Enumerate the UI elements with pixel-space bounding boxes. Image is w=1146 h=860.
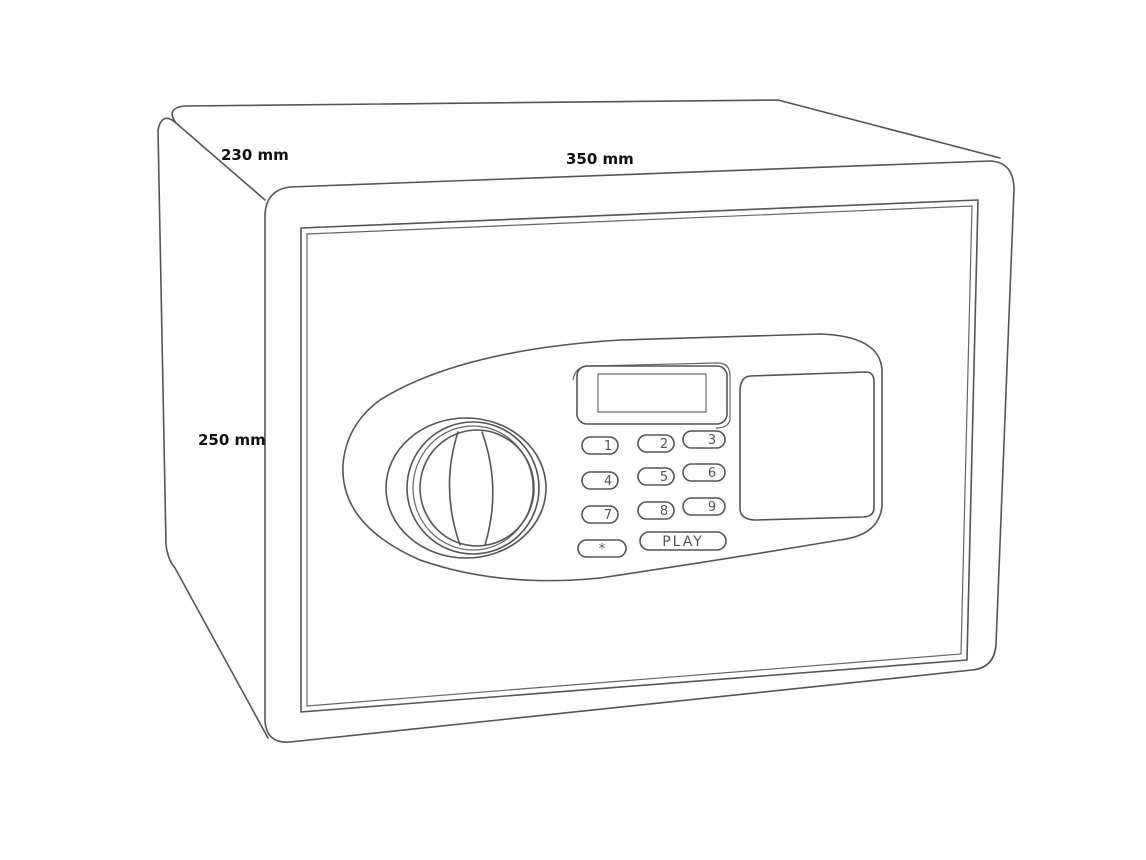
key-4-button[interactable]: 4 [581, 471, 619, 490]
key-7-button[interactable]: 7 [581, 505, 619, 524]
key-5-label: 5 [660, 470, 668, 485]
dial-ring-outer [406, 421, 540, 555]
depth-label: 230 mm [221, 146, 289, 164]
key-2-button[interactable]: 2 [637, 434, 675, 453]
key-1-label: 1 [604, 439, 612, 454]
safe-body [157, 99, 1001, 739]
key-4-outline [581, 471, 619, 490]
control-panel-outline [342, 333, 883, 582]
dial-knob[interactable] [385, 417, 547, 559]
key-7-label: 7 [604, 508, 612, 523]
dial-face [419, 429, 535, 547]
width-label: 350 mm [566, 150, 634, 168]
key-9-button[interactable]: 9 [682, 497, 726, 516]
display-housing [576, 365, 728, 425]
key-6-button[interactable]: 6 [682, 463, 726, 482]
dial-housing [385, 417, 547, 559]
control-panel [342, 333, 883, 582]
key-9-outline [682, 497, 726, 516]
key-star-outline [577, 539, 627, 558]
key-1-button[interactable]: 1 [581, 436, 619, 455]
key-9-label: 9 [708, 500, 716, 515]
height-label: 250 mm [198, 431, 266, 449]
dial-grip-right [481, 431, 494, 546]
safe-front-face [264, 160, 1015, 743]
key-3-outline [682, 430, 726, 449]
front-face-outline [264, 160, 1015, 743]
key-8-outline [637, 501, 675, 520]
key-2-outline [637, 434, 675, 453]
key-6-outline [682, 463, 726, 482]
key-star-label: * [599, 542, 606, 557]
key-play-outline [639, 531, 727, 551]
side-panel [739, 371, 875, 521]
key-play-label: PLAY [662, 534, 704, 550]
key-4-label: 4 [604, 474, 612, 489]
key-1-outline [581, 436, 619, 455]
key-2-label: 2 [660, 437, 668, 452]
key-3-button[interactable]: 3 [682, 430, 726, 449]
key-play-button[interactable]: PLAY [639, 531, 727, 551]
lcd-display [597, 373, 707, 413]
key-3-label: 3 [708, 433, 716, 448]
keypad: 1 2 3 4 5 6 7 8 9 * PLAY [577, 430, 727, 558]
key-5-outline [637, 467, 675, 486]
key-6-label: 6 [708, 466, 716, 481]
key-8-label: 8 [660, 504, 668, 519]
safe-top-back-edge [171, 99, 1001, 159]
dial-ring-inner [412, 425, 534, 551]
dial-grip-left [448, 431, 461, 546]
door-outer-frame [300, 199, 979, 713]
key-8-button[interactable]: 8 [637, 501, 675, 520]
key-7-outline [581, 505, 619, 524]
key-5-button[interactable]: 5 [637, 467, 675, 486]
door-inner-frame [306, 205, 973, 707]
key-star-button[interactable]: * [577, 539, 627, 558]
safe-top-left-outline [157, 117, 269, 739]
